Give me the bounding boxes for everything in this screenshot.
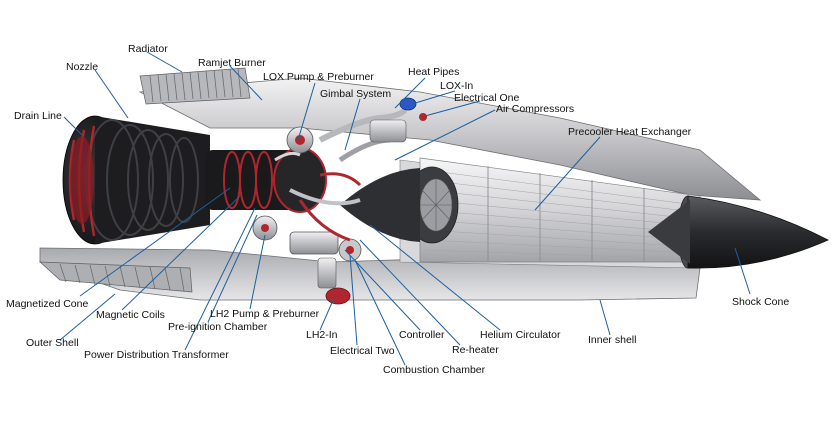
leader-gimbal-system	[344, 98, 361, 151]
leader-lh2-in	[319, 297, 335, 331]
label-combustion-chamber: Combustion Chamber	[383, 364, 486, 376]
label-lh2-in: LH2-In	[306, 329, 338, 341]
label-lox-in: LOX-In	[440, 80, 473, 92]
label-magnetized-cone: Magnetized Cone	[6, 298, 88, 310]
label-radiator: Radiator	[128, 43, 168, 55]
leader-pre-ignition-chamber	[207, 214, 258, 323]
label-drain-line: Drain Line	[14, 110, 62, 122]
leader-magnetized-cone	[79, 187, 231, 297]
label-pre-ignition-chamber: Pre-ignition Chamber	[168, 321, 268, 333]
leader-precooler	[534, 136, 601, 211]
label-lh2-pump-preburner: LH2 Pump & Preburner	[210, 308, 320, 320]
leader-combustion-chamber	[354, 259, 406, 366]
rocket-nozzle	[62, 115, 210, 245]
label-lox-pump-preburner: LOX Pump & Preburner	[263, 71, 374, 83]
shock-cone	[648, 195, 829, 269]
leader-radiator	[146, 51, 183, 73]
label-outer-shell: Outer Shell	[26, 337, 79, 349]
label-electrical-two: Electrical Two	[330, 345, 395, 357]
radiator-fins	[139, 67, 251, 105]
label-power-distribution-transformer: Power Distribution Transformer	[84, 349, 229, 361]
label-ramjet-burner: Ramjet Burner	[198, 57, 266, 69]
leader-drain-line	[63, 116, 83, 136]
callout-labels: Radiator Nozzle Ramjet Burner LOX Pump &…	[6, 43, 789, 376]
leader-controller	[344, 249, 421, 331]
leader-inner-shell	[599, 299, 611, 336]
leader-lox-in	[411, 90, 456, 105]
leader-shock-cone	[734, 247, 751, 295]
leader-outer-shell	[59, 293, 116, 341]
label-shock-cone: Shock Cone	[732, 296, 789, 308]
engine-core	[205, 97, 427, 305]
label-electrical-one: Electrical One	[454, 92, 520, 104]
leader-heat-pipes	[394, 77, 426, 109]
leader-air-compressors	[394, 109, 496, 161]
label-air-compressors: Air Compressors	[496, 103, 574, 115]
label-magnetic-coils: Magnetic Coils	[96, 309, 165, 321]
label-gimbal-system: Gimbal System	[320, 88, 391, 100]
leader-nozzle	[94, 69, 129, 119]
leader-electrical-two	[349, 254, 358, 346]
leader-re-heater	[359, 239, 461, 346]
label-inner-shell: Inner shell	[588, 334, 636, 346]
air-compressor	[340, 166, 459, 244]
leader-helium-circulator	[369, 224, 501, 331]
lower-radiator-fins	[39, 261, 193, 293]
label-helium-circulator: Helium Circulator	[480, 329, 561, 341]
label-controller: Controller	[399, 329, 445, 341]
leader-lh2-pump-preburner	[249, 234, 266, 310]
leader-electrical-one	[424, 100, 481, 117]
label-precooler-heat-exchanger: Precooler Heat Exchanger	[568, 126, 692, 138]
leader-power-distribution	[184, 207, 256, 351]
leader-magnetic-coils	[121, 195, 241, 311]
label-re-heater: Re-heater	[452, 344, 499, 356]
leader-lines	[59, 51, 751, 366]
label-heat-pipes: Heat Pipes	[408, 66, 459, 78]
leader-ramjet-burner	[229, 65, 263, 101]
label-nozzle: Nozzle	[66, 61, 98, 73]
leader-lox-pump-preburner	[297, 82, 316, 141]
